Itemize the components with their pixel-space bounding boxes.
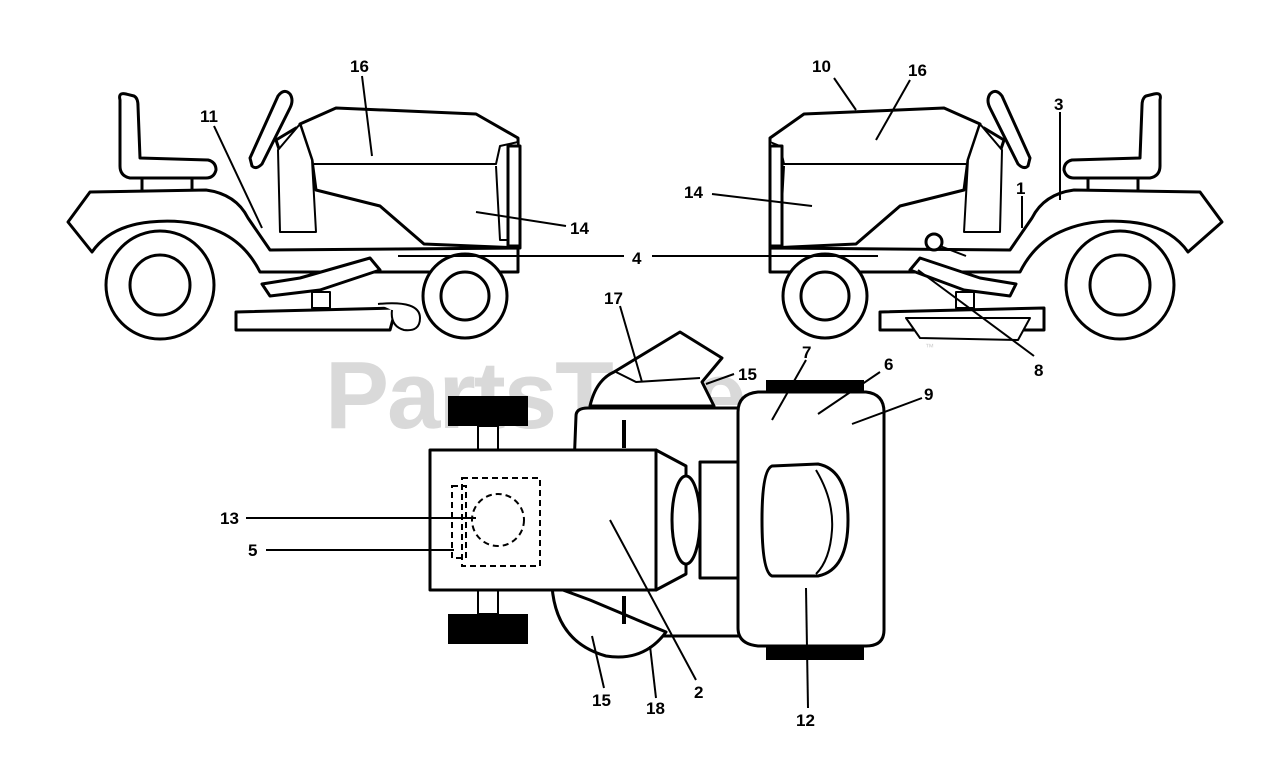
callout-top-13: 13 [220, 509, 239, 528]
front-grille-right [768, 144, 784, 248]
callout-top-5: 5 [248, 541, 257, 560]
steering-top [670, 474, 702, 566]
callout-top-15a: 15 [738, 365, 757, 384]
seat-left [118, 92, 218, 180]
callout-top-6: 6 [884, 355, 893, 374]
top-view [428, 330, 886, 660]
leader-lines [213, 75, 1061, 709]
leader-right-16 [875, 79, 911, 141]
left-side-view [66, 89, 522, 341]
callout-left-11: 11 [200, 107, 218, 126]
leader-left-16 [361, 75, 373, 157]
lift-lever-right [939, 245, 967, 257]
callout-right-10: 10 [812, 57, 831, 76]
chute-crease-top [615, 371, 701, 383]
callout-top-17: 17 [604, 289, 623, 308]
watermark-trademark: ™ [925, 342, 934, 352]
hood-side-panel-left [314, 141, 521, 241]
leader-right-10 [833, 77, 857, 111]
steering-wheel-right [986, 89, 1032, 170]
deck-chute-top [550, 584, 668, 659]
callout-right-8: 8 [1034, 361, 1043, 380]
body-right [768, 188, 1224, 274]
leader-left-11 [213, 125, 263, 229]
deck-skirt-right [905, 317, 1031, 341]
callout-right-16: 16 [908, 61, 927, 80]
axle-top-upper [477, 425, 499, 453]
leader-15a [705, 373, 735, 385]
leader-7 [771, 359, 807, 421]
callout-right-1: 1 [1016, 179, 1025, 198]
seat-outline-top [461, 477, 541, 567]
dash-panel-right [963, 123, 1003, 233]
callout-top-12: 12 [796, 711, 815, 730]
callout-top-18: 18 [646, 699, 665, 718]
callout-top-2: 2 [694, 683, 703, 702]
rear-hub-right [1088, 253, 1152, 317]
seat-back-outline-top [451, 485, 467, 559]
hood-right [768, 106, 982, 250]
seat-right [1062, 92, 1162, 180]
front-wheel-top-upper [766, 380, 864, 392]
callout-top-7: 7 [802, 343, 811, 362]
callout-right-14: 14 [684, 183, 703, 202]
callout-left-16: 16 [350, 57, 369, 76]
leader-18 [649, 645, 657, 699]
rear-wheel-top-lower [448, 614, 528, 644]
lift-lever-knob-right [924, 232, 944, 252]
rear-hub-left [128, 253, 192, 317]
leader-6 [817, 371, 881, 415]
deck-hanger-right [955, 291, 975, 309]
right-side-view [768, 89, 1224, 341]
leader-15b [591, 635, 605, 689]
engine-outline-top [471, 493, 525, 547]
leader-right-8 [917, 269, 1035, 357]
hood-dome-top [760, 462, 850, 578]
hood-left [298, 106, 522, 250]
leader-17 [619, 305, 643, 383]
steering-wheel-left [248, 89, 294, 170]
leader-12 [805, 587, 809, 709]
deck-chute-left [377, 302, 421, 332]
axle-top-lower [477, 587, 499, 615]
hood-dome-crease-top [815, 469, 834, 575]
discharge-chute-top [588, 330, 724, 408]
deck-hanger-left [311, 291, 331, 309]
leader-right-14 [711, 193, 813, 207]
callout-left-14: 14 [570, 219, 589, 238]
front-grille-left [506, 144, 522, 248]
callout-labels: 16 11 14 4 10 16 3 14 1 8 17 15 7 6 9 13… [200, 57, 1063, 730]
mower-deck-left [234, 306, 398, 332]
rear-body-top [428, 448, 658, 592]
leader-2 [609, 519, 697, 681]
callout-top-9: 9 [924, 385, 933, 404]
leader-9 [851, 397, 923, 425]
front-wheel-top-lower [766, 646, 864, 660]
rear-wheel-top-upper [448, 396, 528, 426]
leader-left-14 [475, 211, 567, 227]
callout-right-3: 3 [1054, 95, 1063, 114]
front-hub-left [439, 270, 491, 322]
footrest-right [908, 256, 1018, 298]
callout-top-15b: 15 [592, 691, 611, 710]
dash-panel-left [277, 123, 317, 233]
front-hub-right [799, 270, 851, 322]
callout-center-4: 4 [632, 249, 642, 268]
footrest-left [260, 256, 382, 298]
body-left [66, 188, 520, 274]
